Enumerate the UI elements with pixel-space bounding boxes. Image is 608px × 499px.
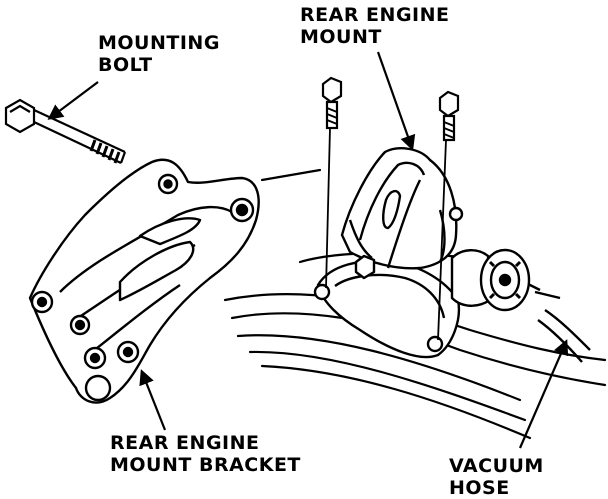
rear-engine-mount-leader bbox=[376, 51, 416, 151]
vacuum-hose bbox=[534, 290, 591, 363]
mounting-bolt-leader bbox=[47, 81, 99, 120]
bracket-label-line2: MOUNT BRACKET bbox=[110, 454, 301, 476]
mounting-bolt bbox=[4, 98, 127, 164]
rear-engine-mount-bracket-label: REAR ENGINE MOUNT BRACKET bbox=[110, 432, 301, 476]
vacuum-hose-leader bbox=[518, 339, 569, 449]
mounting-bolt-label: MOUNTING BOLT bbox=[98, 32, 220, 76]
rear-engine-mount bbox=[313, 147, 464, 359]
vacuum-connector bbox=[450, 248, 541, 312]
rear-engine-mount-bracket bbox=[28, 158, 260, 404]
bracket-label-line1: REAR ENGINE bbox=[110, 432, 260, 454]
vacuum-hose-label-line2: HOSE bbox=[449, 477, 510, 499]
rear-engine-mount-label-line2: MOUNT bbox=[300, 26, 382, 48]
mounting-bolt-label-line2: BOLT bbox=[98, 54, 153, 76]
rear-engine-mount-label-line1: REAR ENGINE bbox=[300, 4, 450, 26]
mounting-bolt-label-line1: MOUNTING bbox=[98, 32, 220, 54]
vacuum-hose-label: VACUUM HOSE bbox=[449, 455, 544, 499]
bracket-leader bbox=[139, 369, 167, 431]
leader-lines bbox=[47, 51, 569, 449]
mount-bolt-left bbox=[321, 76, 343, 289]
vacuum-hose-label-line1: VACUUM bbox=[449, 455, 544, 477]
mount-bolt-right bbox=[437, 90, 460, 341]
rear-engine-mount-label: REAR ENGINE MOUNT bbox=[300, 4, 449, 48]
